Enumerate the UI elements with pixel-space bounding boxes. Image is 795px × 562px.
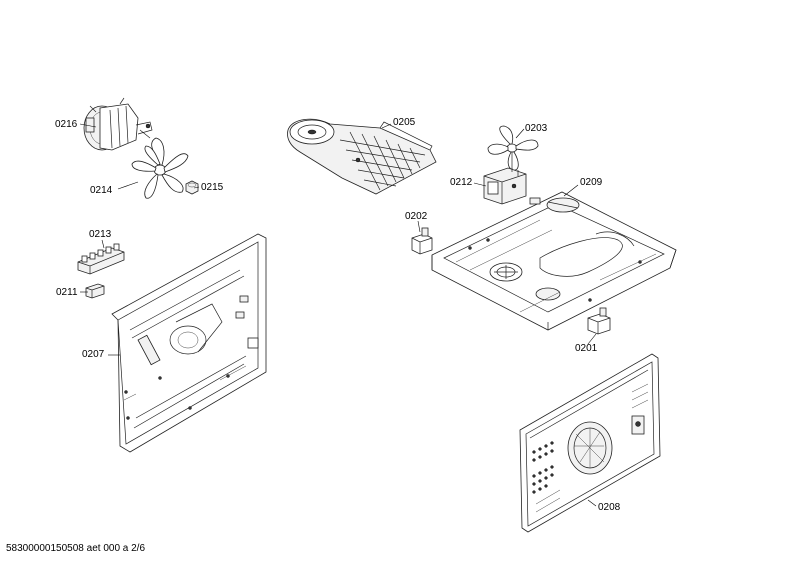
part-0213-terminal-block xyxy=(77,243,125,275)
part-0211-connector xyxy=(85,283,105,299)
callout-0211: 0211 xyxy=(56,287,78,298)
part-0203-cooling-fan xyxy=(487,125,539,171)
callout-0208: 0208 xyxy=(598,502,621,513)
callout-0215: 0215 xyxy=(201,182,224,193)
callout-0214: 0214 xyxy=(90,185,113,196)
callout-0201: 0201 xyxy=(575,343,598,354)
part-0209-base-plate xyxy=(431,191,677,331)
part-0216-fan-motor xyxy=(83,97,153,151)
part-0214-fan-blade xyxy=(131,137,189,199)
callout-0203: 0203 xyxy=(525,123,548,134)
part-0215-nut xyxy=(185,180,199,195)
leader-lines xyxy=(79,123,597,507)
callout-0205: 0205 xyxy=(393,117,416,128)
callout-0213: 0213 xyxy=(89,229,112,240)
document-id: 58300000150508 aet 000 a 2/6 xyxy=(6,543,146,554)
callout-0209: 0209 xyxy=(580,177,603,188)
part-0201-clip xyxy=(587,307,611,335)
callout-0202: 0202 xyxy=(405,211,428,222)
vent-dots xyxy=(532,441,554,494)
callout-0216: 0216 xyxy=(55,119,78,130)
part-0207-rear-panel xyxy=(111,233,267,453)
part-0202-clip xyxy=(411,227,433,255)
part-0212-fan-motor xyxy=(483,167,527,205)
callout-0212: 0212 xyxy=(450,177,473,188)
callout-0207: 0207 xyxy=(82,349,105,360)
part-0208-back-wall xyxy=(519,353,661,533)
part-0205-air-duct xyxy=(287,118,437,195)
